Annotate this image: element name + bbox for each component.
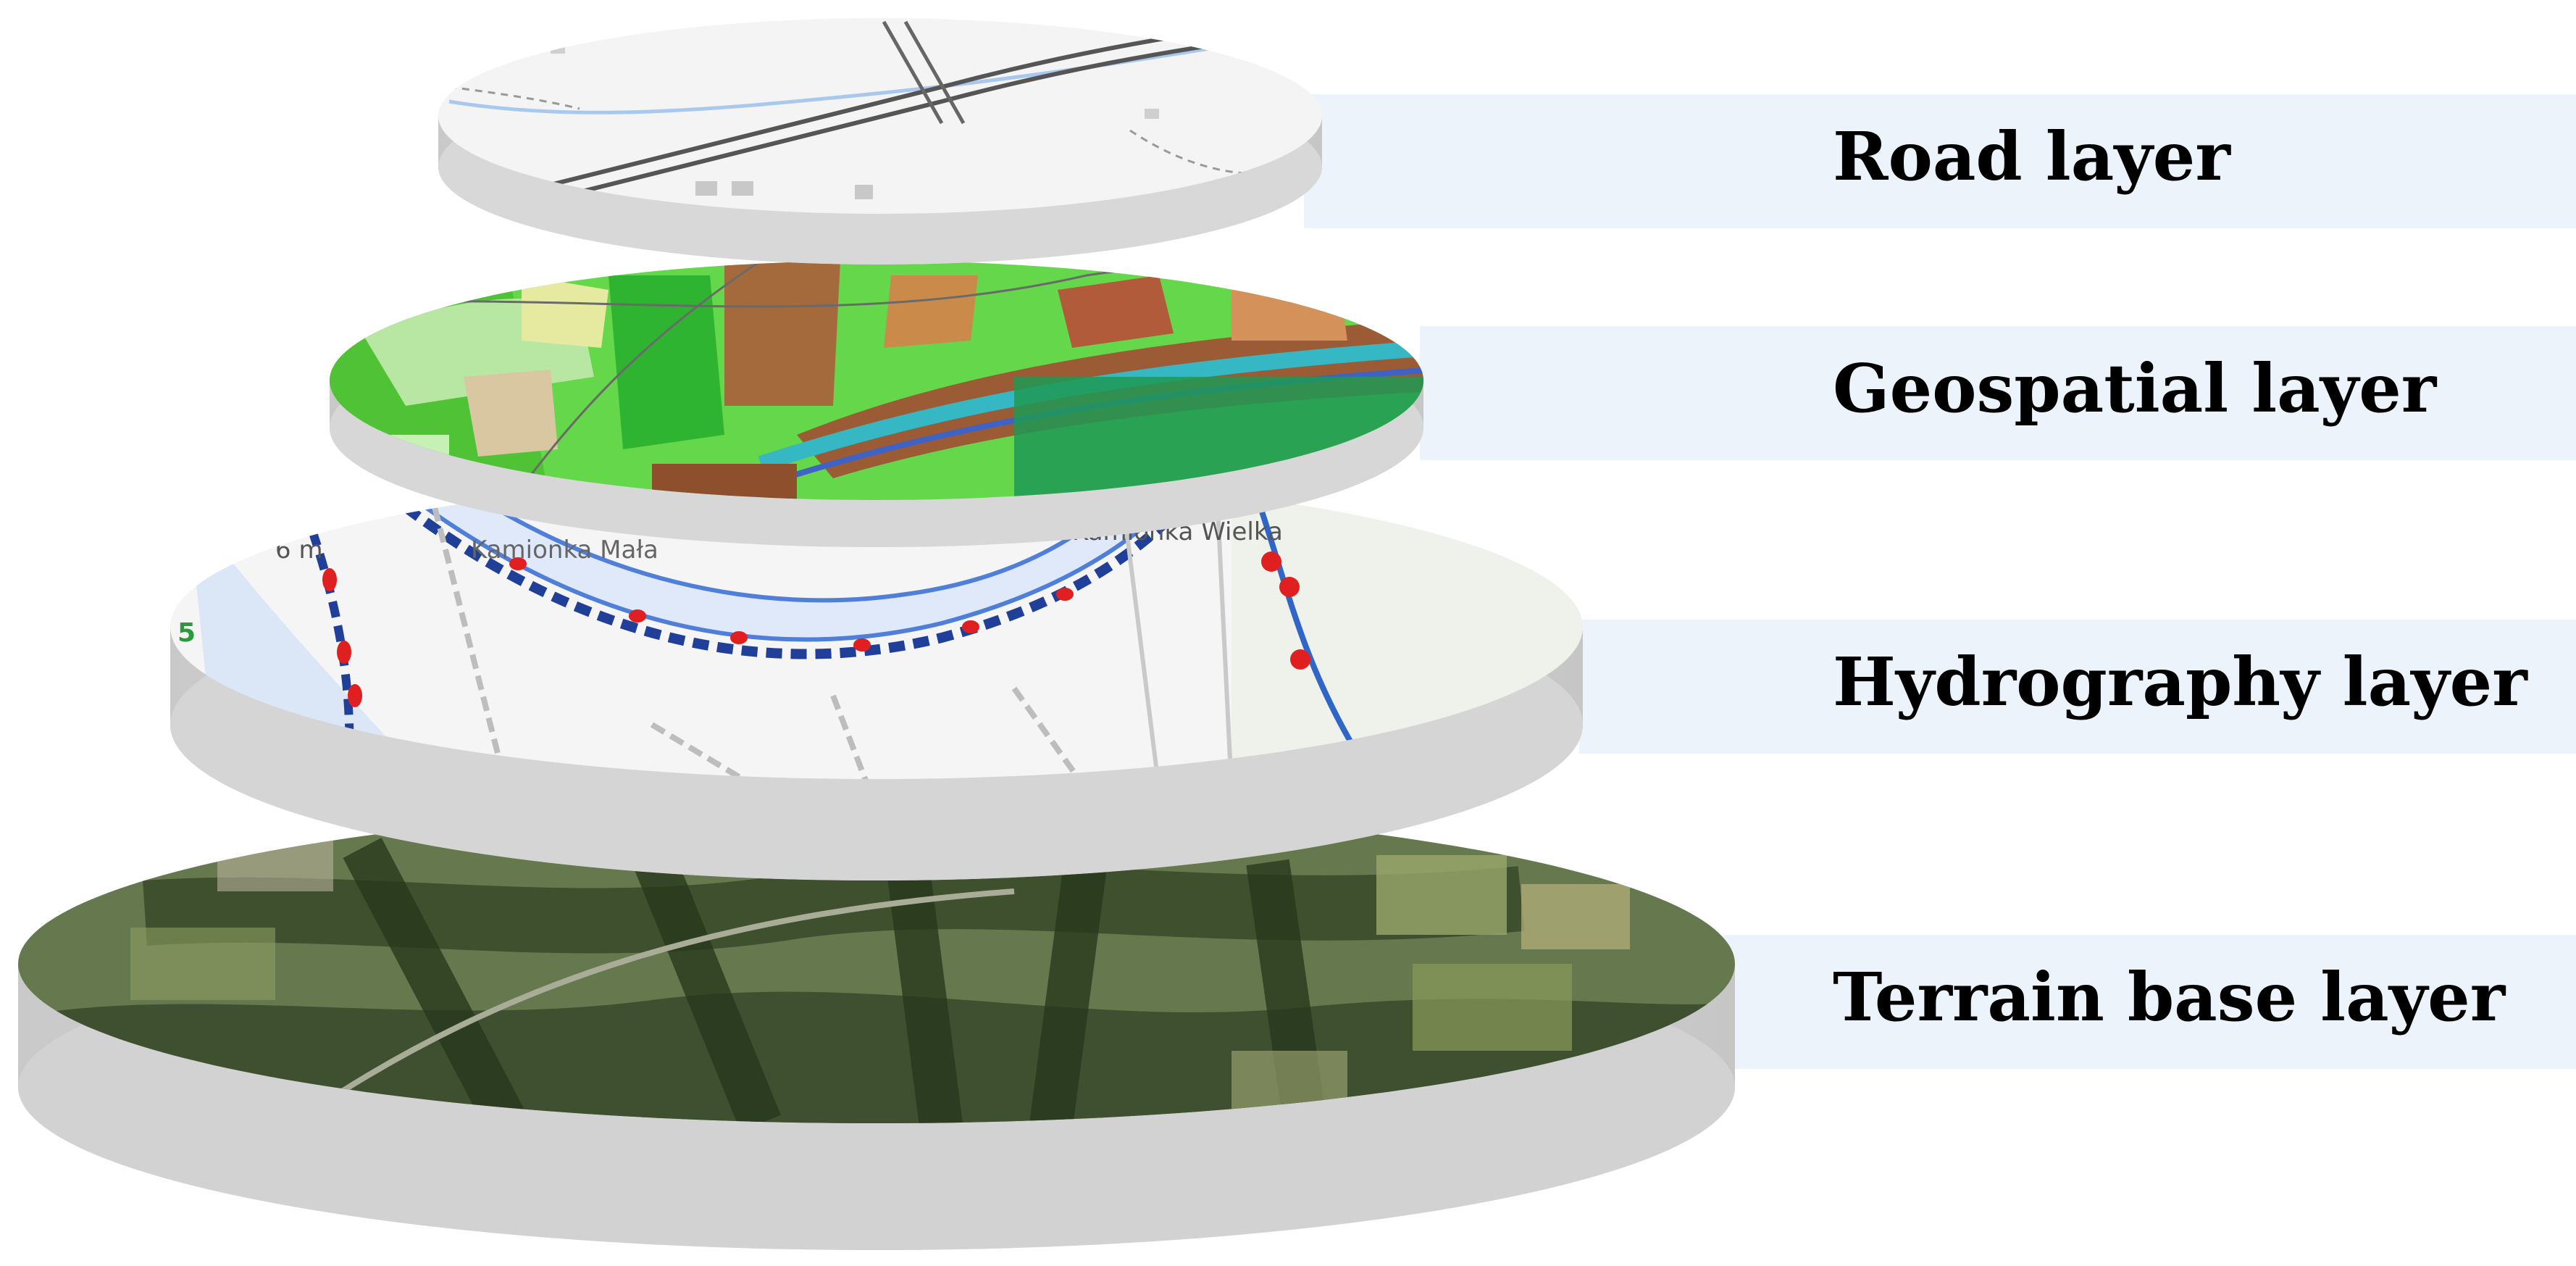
- band-terrain: [1724, 935, 2576, 1069]
- band-geospatial: [1420, 326, 2576, 460]
- hydro-place-text: Kamionka Mała: [471, 536, 658, 565]
- hydro-road-number: 5: [177, 618, 196, 648]
- label-road-layer: Road layer: [1833, 117, 2230, 196]
- road-disc: [438, 18, 1322, 265]
- hydro-scale-text: 6 m: [275, 536, 323, 565]
- hydrography-disc: 6 m Kamionka Mała Kamionka Wielka 5: [170, 475, 1583, 880]
- geospatial-disc: [330, 261, 1423, 547]
- label-geospatial-layer: Geospatial layer: [1833, 349, 2437, 428]
- band-road: [1304, 94, 2576, 228]
- label-hydrography-layer: Hydrography layer: [1833, 643, 2527, 721]
- label-terrain-base-layer: Terrain base layer: [1833, 958, 2506, 1036]
- band-hydrography: [1579, 620, 2576, 754]
- road-map-surface: [438, 18, 1322, 214]
